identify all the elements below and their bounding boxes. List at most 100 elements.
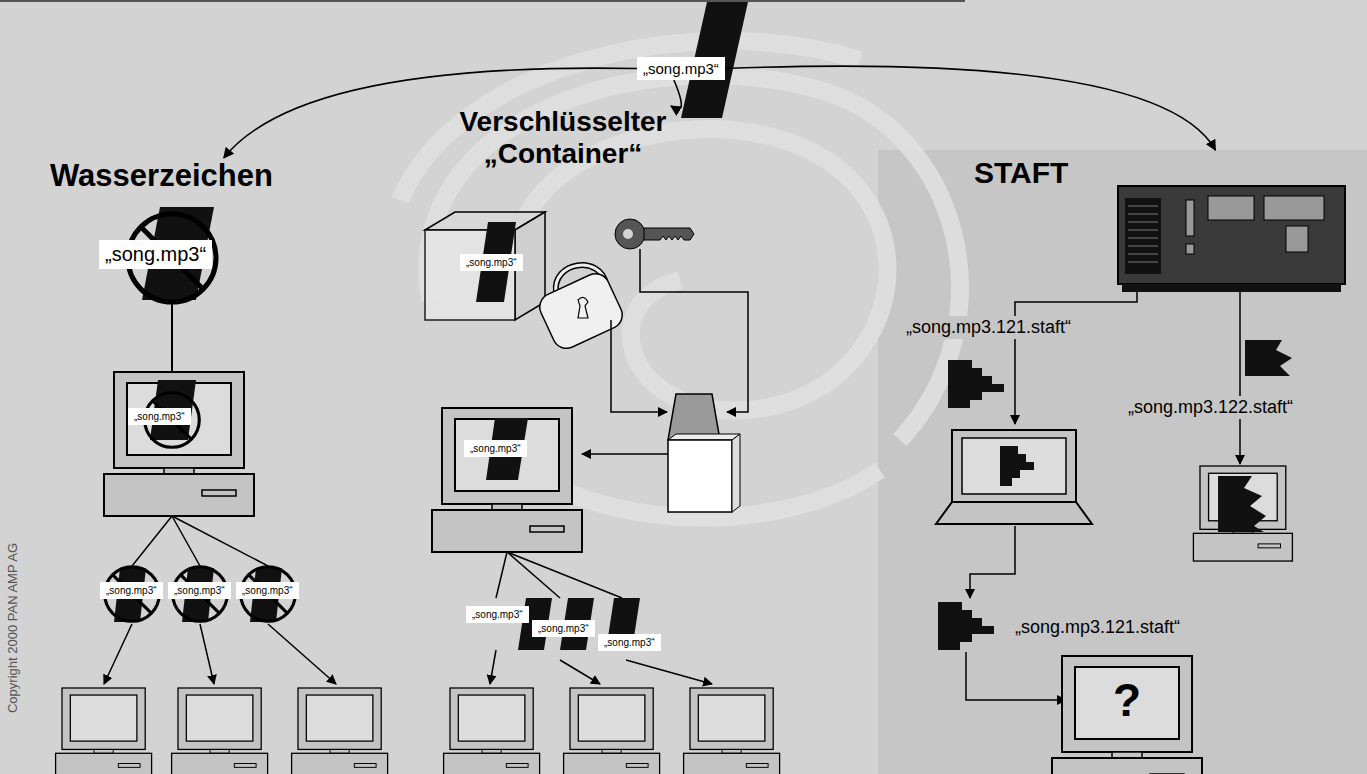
watermark-column xyxy=(200,624,214,684)
container-column xyxy=(668,440,732,512)
staft-column xyxy=(1118,186,1345,284)
file-label: „song.mp3“ xyxy=(637,57,725,80)
staft-column xyxy=(1128,238,1158,239)
container-column xyxy=(611,320,667,412)
staft-column xyxy=(1128,246,1158,247)
staft-column xyxy=(1208,196,1254,220)
container-column xyxy=(684,688,780,774)
staft-column xyxy=(952,430,1076,502)
staft-column xyxy=(1264,196,1324,220)
staft-column xyxy=(1193,466,1292,561)
file-name: „song.mp3“ xyxy=(538,623,589,634)
container-column xyxy=(490,650,496,684)
top-rule xyxy=(0,0,965,2)
staft-column xyxy=(1128,230,1158,231)
copied-file-label: „song.mp3“ xyxy=(598,634,661,651)
container-column xyxy=(560,660,600,684)
container-column xyxy=(623,229,633,239)
watermark-column xyxy=(56,207,388,774)
container-column xyxy=(496,552,507,598)
watermark-column xyxy=(132,516,172,566)
flow-arrow xyxy=(725,66,1216,150)
watermark-column xyxy=(268,624,336,684)
container-column xyxy=(732,434,740,512)
container-column xyxy=(425,212,780,774)
unknown-mark: ? xyxy=(1113,673,1141,727)
watermarked-file-label: „song.mp3“ xyxy=(128,408,191,425)
watermark-column xyxy=(172,688,268,774)
background-swirl xyxy=(400,41,860,200)
copied-file-label: „song.mp3“ xyxy=(466,606,529,623)
file-name: „song.mp3“ xyxy=(472,609,523,620)
watermark-column xyxy=(105,567,160,622)
container-column xyxy=(644,228,694,240)
watermark-column xyxy=(172,688,268,774)
staft-column xyxy=(1128,262,1158,263)
watermarked-file-label: „song.mp3“ xyxy=(236,582,299,599)
watermark-column xyxy=(173,567,228,622)
column-heading: Wasserzeichen xyxy=(50,158,273,194)
column-heading: Verschlüsselter „Container“ xyxy=(428,106,698,170)
watermark-column xyxy=(241,567,296,622)
file-name: „song.mp3“ xyxy=(643,60,719,77)
watermarked-file-label: „song.mp3“ xyxy=(100,582,163,599)
staft-column xyxy=(1122,284,1341,292)
background-swirl xyxy=(400,41,960,517)
staft-column xyxy=(936,502,1092,524)
file-name: „song.mp3“ xyxy=(134,411,185,422)
container-column xyxy=(432,408,582,552)
watermark-column xyxy=(241,567,296,622)
watermark-column xyxy=(292,688,388,774)
watermark-column xyxy=(105,567,160,622)
background-swirl xyxy=(520,129,887,410)
container-column xyxy=(507,552,622,598)
file-name: „song.mp3“ xyxy=(174,585,225,596)
staft-column xyxy=(1128,254,1158,255)
container-column xyxy=(615,219,645,249)
encrypted-file-label: „song.mp3“ xyxy=(460,254,523,271)
staft-column xyxy=(1125,198,1161,274)
container-column xyxy=(684,688,780,774)
heading-text: Verschlüsselter „Container“ xyxy=(428,106,698,170)
flow-arrow xyxy=(671,80,681,109)
container-column xyxy=(564,688,660,774)
staft-file-label: „song.mp3.121.staft“ xyxy=(1012,616,1183,639)
staft-column xyxy=(1128,222,1158,223)
file-name: „song.mp3“ xyxy=(105,243,206,266)
file-name: „song.mp3“ xyxy=(470,443,521,454)
container-column xyxy=(582,453,668,455)
staft-column xyxy=(1128,214,1158,215)
heading-text: Wasserzeichen xyxy=(50,158,273,194)
file-name: „song.mp3“ xyxy=(106,585,157,596)
staft-column xyxy=(1239,292,1241,464)
staft-column xyxy=(962,438,1066,494)
copyright-note: Copyright 2000 PAN AMP AG xyxy=(5,543,20,713)
watermark-column xyxy=(172,516,268,566)
staft-column xyxy=(1286,226,1308,252)
container-column xyxy=(444,688,540,774)
staft-column xyxy=(1186,244,1194,254)
container-column xyxy=(640,249,748,412)
container-column xyxy=(626,660,712,684)
container-column xyxy=(578,297,588,318)
watermark-column xyxy=(56,688,152,774)
watermarked-file-label: „song.mp3“ xyxy=(99,240,212,269)
file-name: „song.mp3“ xyxy=(604,637,655,648)
watermark-column xyxy=(104,624,132,684)
container-column xyxy=(444,688,540,774)
decrypted-file-label: „song.mp3“ xyxy=(464,440,527,457)
watermark-column xyxy=(56,688,152,774)
heading-text: STAFT xyxy=(974,156,1367,190)
watermarked-file-label: „song.mp3“ xyxy=(168,582,231,599)
staft-column xyxy=(1128,206,1158,207)
container-column xyxy=(535,269,627,353)
copied-file-label: „song.mp3“ xyxy=(532,620,595,637)
container-column xyxy=(564,688,660,774)
staft-column xyxy=(1193,466,1292,561)
container-column xyxy=(507,552,560,598)
staft-column xyxy=(1128,206,1158,262)
watermark-column xyxy=(173,567,228,622)
